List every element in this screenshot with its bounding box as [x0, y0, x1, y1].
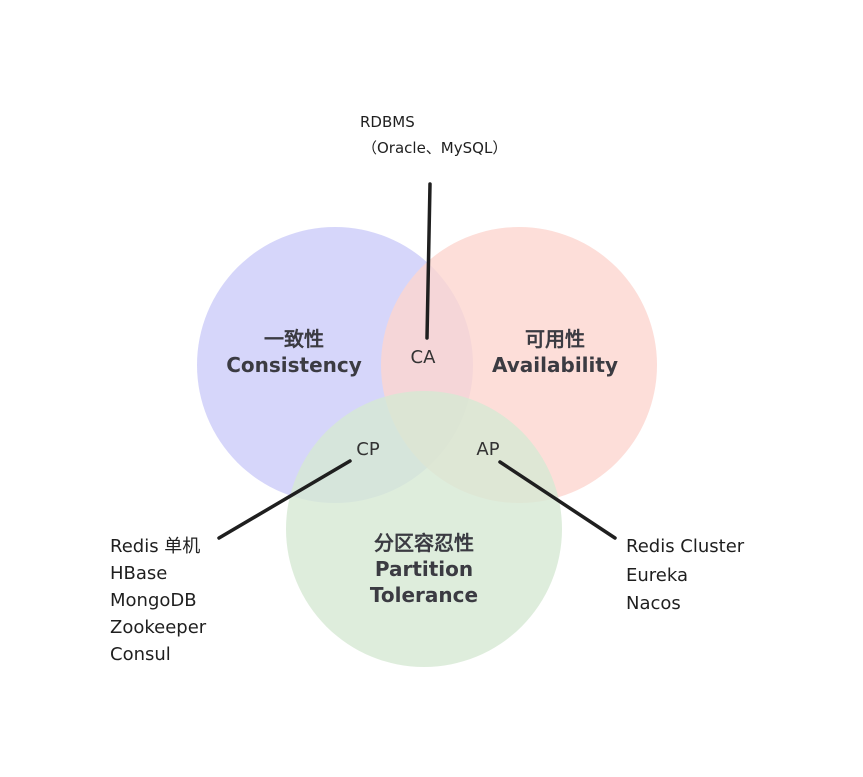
- cp-annotation-line-2: HBase: [110, 563, 167, 584]
- ap-zone-label: AP: [476, 439, 499, 460]
- ca-connector-line: [425, 182, 432, 340]
- cp-annotation-line-4: Zookeeper: [110, 617, 207, 638]
- ap-connector-line: [498, 460, 617, 540]
- ca-annotation-line-1: RDBMS: [360, 113, 415, 131]
- ap-annotation-line-3: Nacos: [626, 593, 681, 614]
- partition-label-en-2: Tolerance: [370, 583, 478, 607]
- ca-zone-label: CA: [411, 347, 437, 368]
- ap-annotation-line-1: Redis Cluster: [626, 536, 745, 557]
- partition-label-cn: 分区容忍性: [374, 531, 474, 555]
- cp-annotation-line-1: Redis 单机: [110, 536, 200, 557]
- cp-annotation-line-5: Consul: [110, 644, 171, 665]
- consistency-label-en: Consistency: [226, 353, 362, 377]
- availability-label-cn: 可用性: [525, 327, 585, 351]
- consistency-label-cn: 一致性: [264, 327, 324, 351]
- cp-connector-line: [217, 459, 352, 540]
- ca-annotation-line-2: （Oracle、MySQL）: [362, 139, 507, 157]
- ap-annotation-line-2: Eureka: [626, 565, 688, 586]
- cp-zone-label: CP: [356, 439, 380, 460]
- partition-circle: [286, 391, 562, 667]
- availability-label-en: Availability: [492, 353, 618, 377]
- cp-annotation-line-3: MongoDB: [110, 590, 197, 611]
- partition-label-en-1: Partition: [375, 557, 473, 581]
